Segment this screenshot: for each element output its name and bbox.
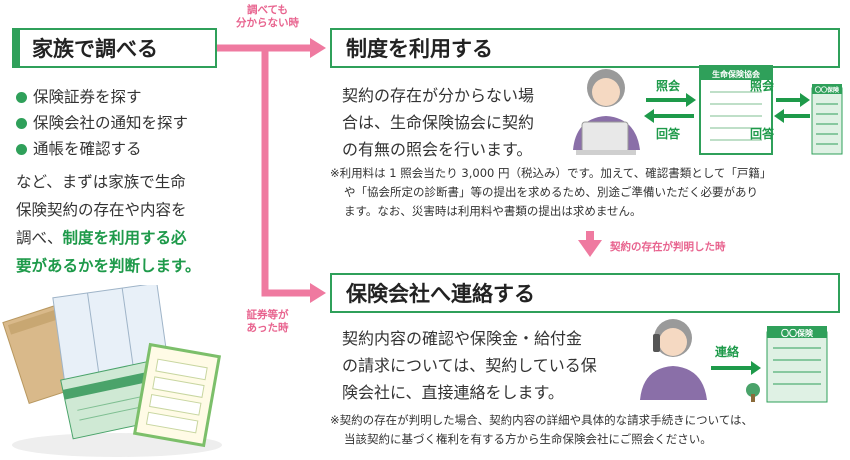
person-phone-icon bbox=[640, 319, 707, 400]
family-bullets: 保険証券を探す 保険会社の通知を探す 通帳を確認する bbox=[16, 84, 188, 162]
inquiry-label-2: 照会 bbox=[750, 78, 775, 93]
arrow-down-identified bbox=[578, 240, 602, 257]
company-sign-2: 〇〇保険 bbox=[781, 328, 814, 338]
bullet-item: 保険会社の通知を探す bbox=[16, 110, 188, 136]
contact-label: 連絡 bbox=[715, 344, 740, 359]
inquiry-label: 照会 bbox=[656, 78, 681, 93]
person-laptop-icon bbox=[573, 69, 640, 155]
association-document-icon: 生命保険協会 bbox=[699, 65, 773, 155]
answer-label: 回答 bbox=[656, 126, 681, 141]
insurance-building-icon: 〇〇保険 bbox=[746, 326, 828, 403]
system-body: 契約の存在が分からない場 合は、生命保険協会に契約 の有無の照会を行います。 bbox=[342, 86, 535, 159]
label-identified: 契約の存在が判明した時 bbox=[610, 241, 726, 253]
bullet-dot-icon bbox=[16, 117, 27, 129]
bullet-dot-icon bbox=[16, 91, 27, 103]
label-unknown: 調べても 分からない時 bbox=[236, 4, 299, 29]
answer-label-2: 回答 bbox=[750, 126, 775, 141]
arrow-head-system bbox=[310, 38, 326, 58]
association-label: 生命保険協会 bbox=[712, 69, 760, 79]
documents-illustration-icon bbox=[2, 285, 222, 457]
system-title: 制度を利用する bbox=[330, 28, 840, 68]
system-note: ※利用料は 1 照会当たり 3,000 円（税込み）です。加えて、確認書類として… bbox=[330, 166, 772, 218]
insurer-note: ※契約の存在が判明した場合、契約内容の詳細や具体的な請求手続きについては、 当該… bbox=[330, 413, 754, 446]
arrow-head-insurer bbox=[310, 283, 326, 303]
insurer-body: 契約内容の確認や保険金・給付金 の請求については、契約している保 険会社に、直接… bbox=[342, 329, 597, 402]
insurance-building-icon: 〇〇保険 bbox=[811, 84, 843, 155]
bullet-item: 保険証券を探す bbox=[16, 84, 188, 110]
insurer-title: 保険会社へ連絡する bbox=[330, 273, 840, 313]
family-title: 家族で調べる bbox=[12, 28, 217, 68]
bullet-dot-icon bbox=[16, 143, 27, 155]
family-text: など、まずは家族で生命 保険契約の存在や内容を 調べ、制度を利用する必 要がある… bbox=[16, 173, 201, 275]
bullet-item: 通帳を確認する bbox=[16, 136, 188, 162]
system-illustration: 照会 回答 生命保険協会 照会 回答 〇〇保険 bbox=[573, 65, 843, 155]
insurer-illustration: 連絡 〇〇保険 bbox=[640, 319, 828, 403]
label-found: 証券等が あった時 bbox=[246, 309, 289, 334]
company-sign: 〇〇保険 bbox=[815, 86, 840, 94]
